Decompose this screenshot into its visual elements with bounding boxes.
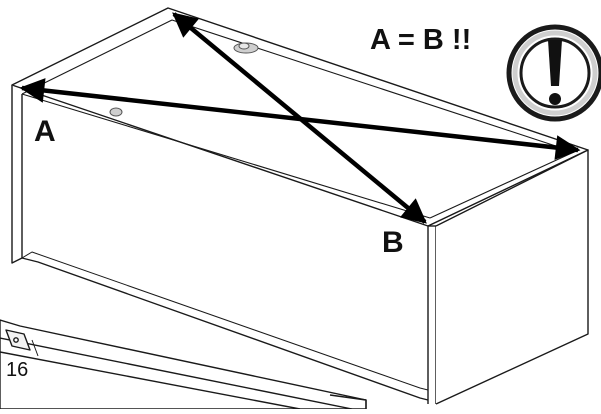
diagonal-b-arrow	[172, 12, 427, 224]
exclamation-dot	[549, 93, 561, 105]
corner-b-label: B	[382, 226, 404, 259]
part-number-label: 16	[6, 359, 28, 381]
front-face	[21, 257, 429, 401]
front-corner-edge	[427, 226, 437, 404]
right-side-panel	[435, 149, 589, 405]
corner-a-label: A	[34, 115, 56, 148]
exclamation-circle-icon: !	[506, 24, 601, 122]
rail-body	[0, 319, 367, 410]
fitting-left	[109, 107, 123, 117]
side-rail-part	[0, 319, 367, 410]
left-side-panel	[11, 85, 23, 264]
diagonals	[19, 12, 581, 224]
exclamation-bar	[548, 40, 562, 86]
callout-line	[31, 339, 39, 357]
equation-label: A = B !!	[370, 24, 471, 56]
